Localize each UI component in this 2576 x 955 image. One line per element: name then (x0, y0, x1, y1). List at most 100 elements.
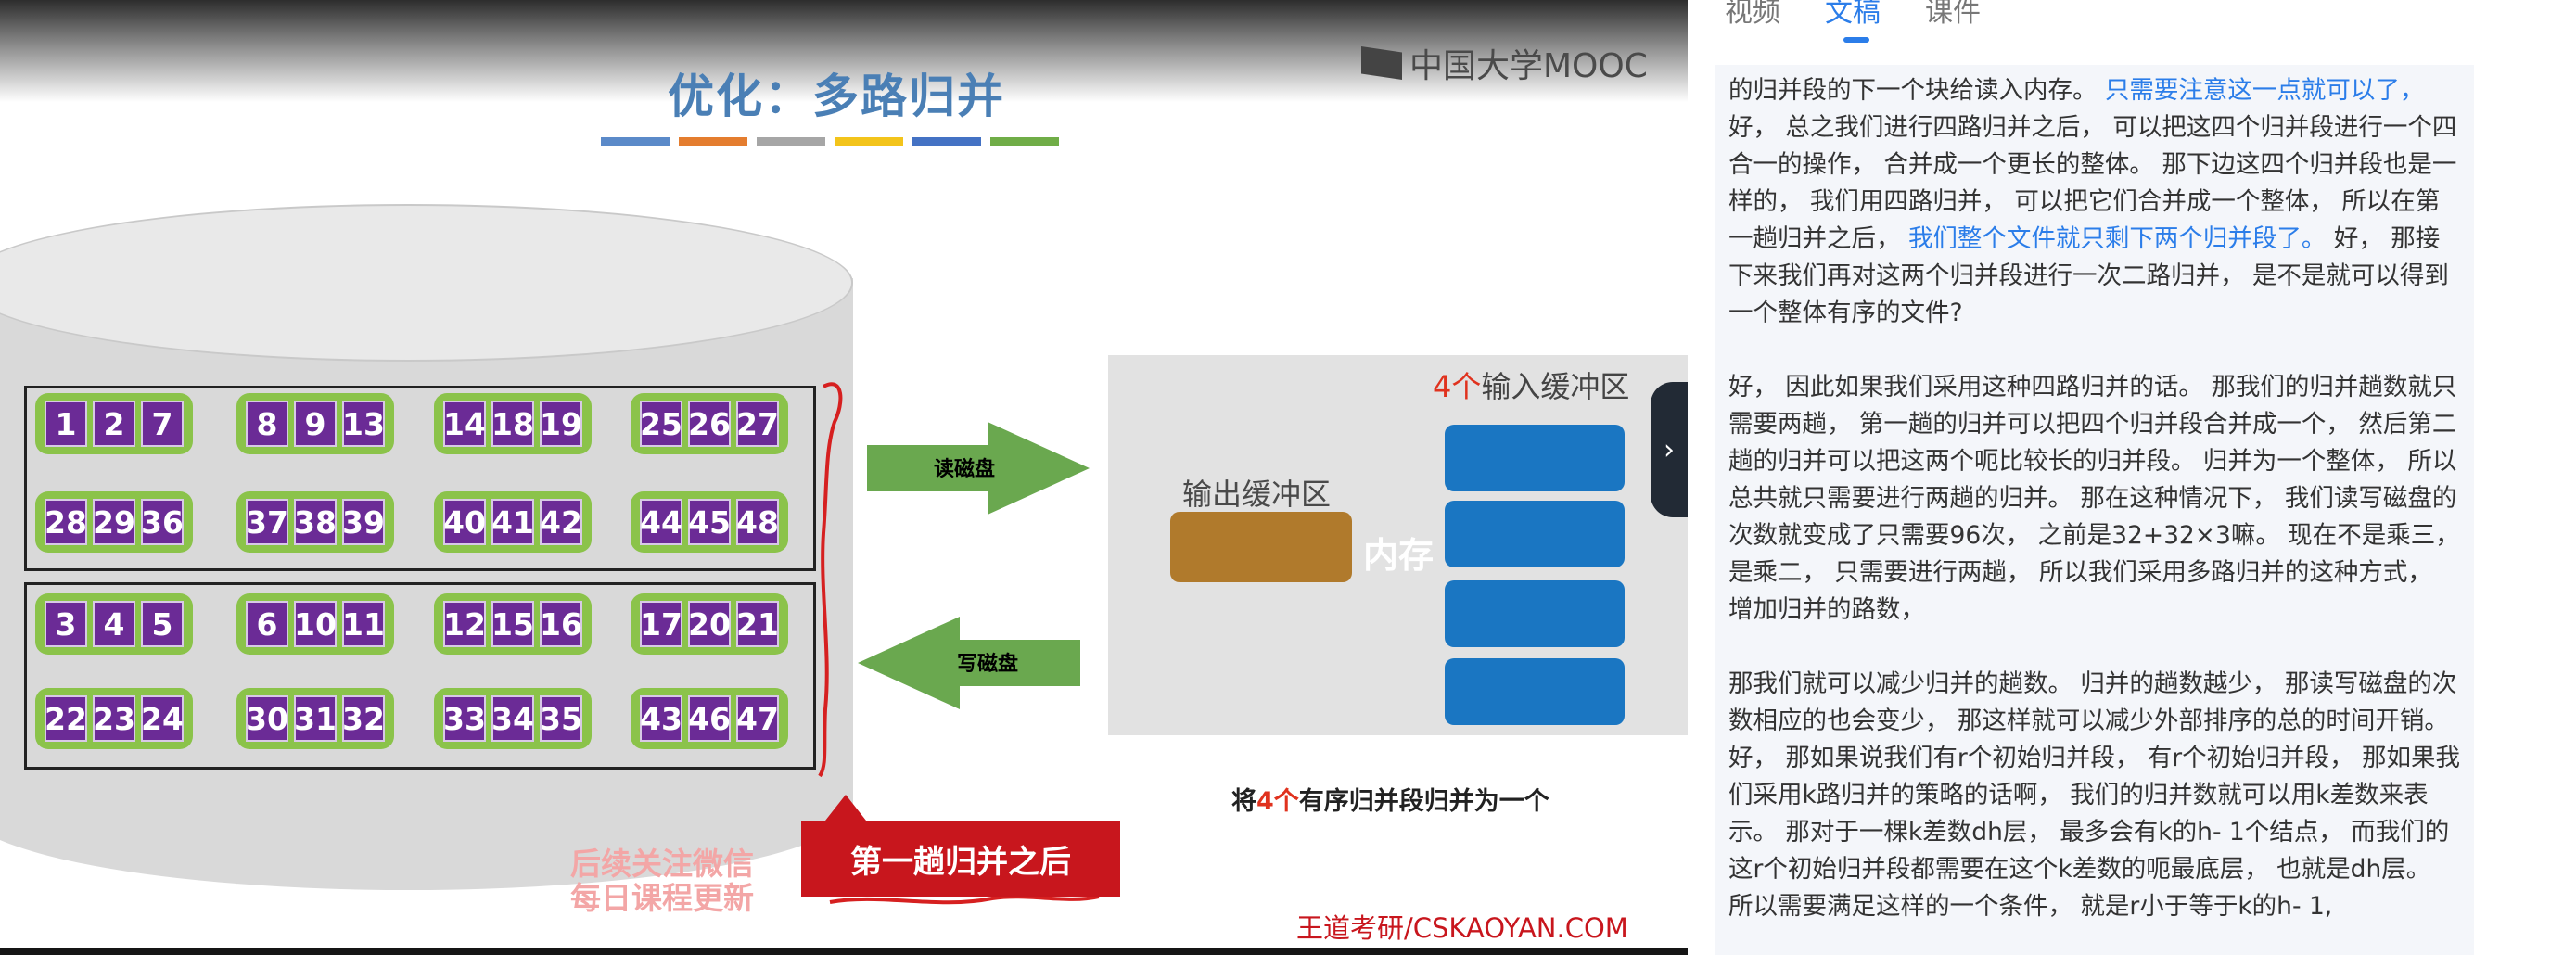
record-cell: 36 (141, 499, 184, 545)
tab-bar: 视频 文稿 课件 (1725, 0, 1981, 43)
record-cell: 7 (141, 401, 184, 447)
mooc-logo-text: 中国大学MOOC (1409, 47, 1648, 85)
caption-count: 4个 (1256, 787, 1299, 816)
record-cell: 35 (540, 695, 582, 742)
slide-top-shade (0, 0, 1688, 102)
read-disk-arrow: 读磁盘 (867, 422, 1090, 515)
record-cell: 30 (246, 695, 288, 742)
color-strip-swatch (601, 137, 670, 146)
record-cell: 10 (294, 601, 337, 647)
record-cell: 4 (93, 601, 135, 647)
input-buffer-1 (1445, 425, 1625, 491)
record-cell: 29 (93, 499, 135, 545)
record-cell: 3 (45, 601, 87, 647)
record-cell: 48 (736, 499, 779, 545)
record-cell: 17 (640, 601, 682, 647)
record-cell: 40 (443, 499, 486, 545)
record-cell: 38 (294, 499, 337, 545)
transcript-paragraph: 的归并段的下一个块给读入内存。 只需要注意这一点就可以了， 好， 总之我们进行四… (1728, 72, 2461, 332)
chevron-right-icon: › (1664, 433, 1675, 466)
record-cell: 16 (540, 601, 582, 647)
record-cell: 1 (45, 401, 87, 447)
watermark-line-1: 后续关注微信 (570, 846, 754, 882)
video-bottom-bar (0, 948, 1688, 955)
record-cell: 43 (640, 695, 682, 742)
side-panel: 视频 文稿 课件 的归并段的下一个块给读入内存。 只需要注意这一点就可以了， 好， … (1688, 0, 2576, 955)
read-disk-label: 读磁盘 (934, 457, 995, 481)
red-bracket-annotation (818, 382, 843, 778)
record-cell: 39 (342, 499, 385, 545)
disk-cylinder-top (0, 204, 853, 362)
input-buffer-2 (1445, 501, 1625, 567)
memory-label: 内存 (1363, 535, 1435, 576)
watermark-line-2: 每日课程更新 (570, 880, 754, 916)
top-segment-box (24, 386, 816, 571)
tab-2[interactable]: 课件 (1925, 0, 1981, 29)
tab-1[interactable]: 文稿 (1825, 0, 1881, 43)
banner-pointer (825, 795, 866, 821)
record-cell: 24 (141, 695, 184, 742)
input-buffer-4 (1445, 658, 1625, 725)
slide-caption: 将4个有序归并段归并为一个 (1231, 781, 1549, 817)
output-buffer-label: 输出缓冲区 (1182, 477, 1332, 512)
transcript-text: 好， 那接下来我们再对这两个归并段进行一次二路归并， 是不是就可以得到一个整体有… (1728, 224, 2449, 327)
record-cell: 6 (246, 601, 288, 647)
mooc-logo-icon (1361, 46, 1402, 80)
input-buffer-text: 输入缓冲区 (1481, 369, 1630, 404)
transcript-paragraph: 好， 因此如果我们采用这种四路归并的话。 那我们的归并趟数就只需要两趟， 第一趟… (1728, 369, 2461, 629)
record-cell: 45 (688, 499, 731, 545)
record-cell: 20 (688, 601, 731, 647)
record-cell: 5 (141, 601, 184, 647)
record-cell: 2 (93, 401, 135, 447)
panel-toggle-button[interactable]: › (1651, 382, 1688, 517)
footer-brand: 王道考研/CSKAOYAN.COM (1296, 912, 1628, 944)
record-cell: 46 (688, 695, 731, 742)
write-disk-arrow: 写磁盘 (858, 617, 1080, 709)
record-cell: 47 (736, 695, 779, 742)
input-buffer-count: 4个 (1433, 369, 1482, 404)
record-cell: 18 (491, 401, 534, 447)
record-cell: 22 (45, 695, 87, 742)
record-cell: 42 (540, 499, 582, 545)
record-cell: 14 (443, 401, 486, 447)
tab-active-indicator (1843, 37, 1869, 43)
transcript-highlight[interactable]: 我们整个文件就只剩下两个归并段了。 (1907, 224, 2327, 253)
record-cell: 11 (342, 601, 385, 647)
record-cell: 26 (688, 401, 731, 447)
record-cell: 19 (540, 401, 582, 447)
color-strip-swatch (912, 137, 981, 146)
transcript-paragraph: 那我们就可以减少归并的趟数。 归并的趟数越少， 那读写磁盘的次数相应的也会变少，… (1728, 666, 2461, 925)
output-buffer (1170, 512, 1352, 582)
record-cell: 15 (491, 601, 534, 647)
transcript-text: 好， 因此如果我们采用这种四路归并的话。 那我们的归并趟数就只需要两趟， 第一趟… (1728, 373, 2460, 624)
caption-suffix: 有序归并段归并为一个 (1298, 787, 1549, 816)
record-cell: 34 (491, 695, 534, 742)
color-strip-swatch (679, 137, 747, 146)
transcript-area[interactable]: 的归并段的下一个块给读入内存。 只需要注意这一点就可以了， 好， 总之我们进行四… (1715, 65, 2474, 955)
transcript-text: 那我们就可以减少归并的趟数。 归并的趟数越少， 那读写磁盘的次数相应的也会变少，… (1728, 669, 2461, 921)
record-cell: 13 (342, 401, 385, 447)
transcript-highlight[interactable]: 只需要注意这一点就可以了， (2104, 76, 2425, 105)
tab-0[interactable]: 视频 (1725, 0, 1780, 29)
record-cell: 28 (45, 499, 87, 545)
record-cell: 37 (246, 499, 288, 545)
record-cell: 32 (342, 695, 385, 742)
merge-pass-banner: 第一趟归并之后 (801, 821, 1120, 897)
record-cell: 8 (246, 401, 288, 447)
record-cell: 12 (443, 601, 486, 647)
record-cell: 9 (294, 401, 337, 447)
record-cell: 27 (736, 401, 779, 447)
record-cell: 33 (443, 695, 486, 742)
